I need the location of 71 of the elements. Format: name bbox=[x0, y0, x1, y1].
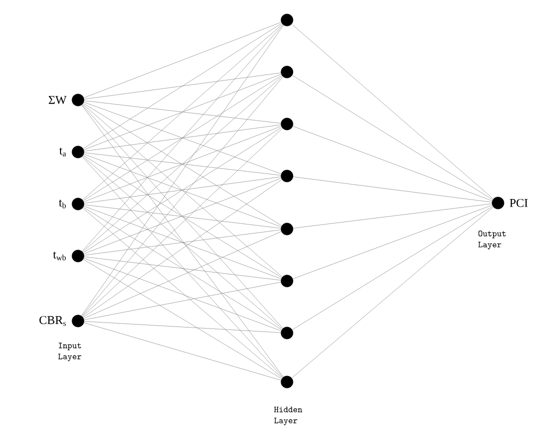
neuron-circle bbox=[72, 146, 84, 158]
layer-label: Hidden Layer bbox=[274, 406, 302, 426]
connection-line bbox=[84, 322, 282, 380]
connection-line bbox=[82, 156, 283, 330]
neuron-circle bbox=[280, 376, 294, 388]
layer-label: Input Layer bbox=[58, 342, 82, 362]
neuron-circle bbox=[280, 118, 294, 130]
input-label: t$_{b}$ bbox=[58, 200, 66, 208]
connection-line bbox=[292, 176, 492, 202]
connection-line bbox=[82, 76, 283, 252]
neuron-circle bbox=[72, 94, 84, 106]
connection-line bbox=[83, 207, 282, 330]
connection-line bbox=[84, 74, 282, 150]
neuron-circle bbox=[280, 170, 294, 182]
connection-line bbox=[292, 204, 492, 228]
input-label: PCI bbox=[510, 198, 528, 208]
connection-line bbox=[83, 231, 282, 319]
connection-line bbox=[84, 22, 282, 98]
connection-line bbox=[83, 103, 282, 226]
connection-line bbox=[82, 24, 284, 252]
neuron-circle bbox=[280, 66, 294, 78]
neuron-circle bbox=[280, 326, 294, 340]
input-label: ΣW bbox=[48, 96, 67, 104]
connection-line bbox=[84, 206, 282, 280]
connection-line bbox=[82, 104, 284, 378]
neuron-circle bbox=[280, 14, 294, 26]
connection-line bbox=[292, 204, 492, 280]
connection-line bbox=[84, 282, 282, 320]
neuron-circle bbox=[72, 250, 84, 262]
connection-line bbox=[84, 72, 282, 100]
connection-line bbox=[84, 258, 282, 332]
input-label: t$_{wb}$ bbox=[53, 252, 66, 260]
connection-line bbox=[84, 256, 282, 280]
connection-line bbox=[82, 156, 284, 378]
connection-line bbox=[82, 208, 282, 378]
connection-line bbox=[84, 176, 282, 204]
neuron-circle bbox=[280, 274, 294, 288]
connection-line bbox=[82, 104, 284, 329]
connection-line bbox=[84, 102, 282, 174]
connection-line bbox=[84, 100, 282, 124]
connection-line bbox=[292, 206, 493, 330]
connection-line bbox=[82, 128, 283, 317]
connection-line bbox=[83, 127, 282, 253]
connection-line bbox=[82, 179, 282, 318]
connection-line bbox=[82, 104, 283, 278]
connection-line bbox=[292, 206, 494, 378]
connection-line bbox=[84, 154, 282, 228]
neuron-circle bbox=[280, 222, 294, 236]
neuron-circle bbox=[492, 196, 504, 210]
input-label: t$_{a}$ bbox=[59, 148, 66, 156]
connection-line bbox=[84, 230, 282, 256]
connection-line bbox=[292, 126, 492, 202]
connection-line bbox=[82, 76, 284, 316]
connection-line bbox=[83, 155, 282, 278]
connection-line bbox=[292, 24, 494, 200]
connection-line bbox=[84, 178, 282, 254]
connection-line bbox=[82, 24, 283, 200]
connection-line bbox=[83, 75, 282, 201]
neuron-circle bbox=[72, 198, 84, 210]
connection-line bbox=[84, 152, 282, 176]
connection-line bbox=[84, 126, 282, 202]
connection-line bbox=[84, 321, 282, 333]
layer-label: Output Layer bbox=[478, 230, 506, 250]
connection-line bbox=[83, 23, 282, 149]
connection-line bbox=[292, 75, 493, 200]
input-label: CBR$_{s}$ bbox=[39, 316, 66, 326]
neuron-circle bbox=[72, 314, 84, 328]
connection-line bbox=[83, 259, 282, 379]
connection-line bbox=[84, 204, 282, 228]
connection-line bbox=[84, 124, 282, 152]
connection-line bbox=[81, 24, 284, 316]
